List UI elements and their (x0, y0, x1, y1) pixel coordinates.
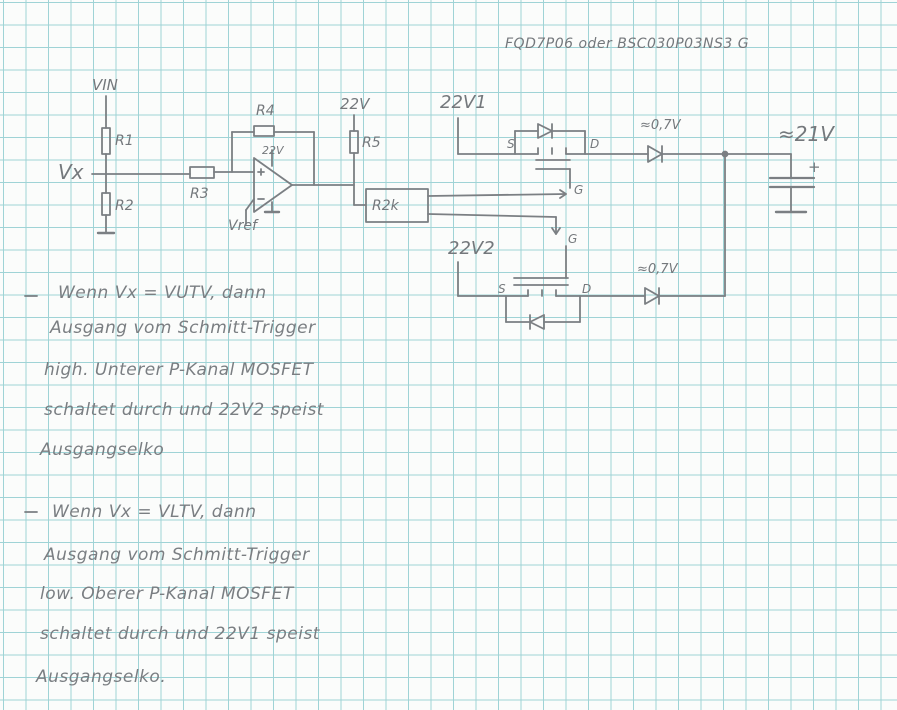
label-vx: Vx (58, 160, 84, 184)
note-1-line-5: Ausgangselko (40, 440, 165, 460)
label-r4: R4 (256, 103, 275, 119)
upper-diode (647, 145, 663, 163)
note-1-line-3: high. Unterer P-Kanal MOSFET (44, 360, 314, 380)
driver-box-r2k (365, 188, 429, 223)
upper-mosfet (457, 117, 649, 189)
schmitt-trigger-opamp (245, 149, 293, 225)
label-r5: R5 (362, 135, 381, 151)
note-2-line-4: schaltet durch und 22V1 speist (40, 624, 320, 644)
label-r1: R1 (115, 133, 134, 149)
resistor-r2 (101, 192, 111, 216)
lower-mosfet (457, 245, 646, 330)
label-gate-bottom: G (568, 232, 578, 246)
label-opamp-supply: 22V (262, 144, 284, 157)
resistor-r4 (253, 125, 275, 137)
note-2-line-2: Ausgang vom Schmitt-Trigger (44, 545, 310, 565)
resistor-r5 (349, 130, 359, 154)
label-diode-bottom: ≈0,7V (637, 262, 678, 277)
label-vref: Vref (228, 218, 257, 234)
label-capacitor-plus: + (808, 158, 821, 176)
note-2-line-3: low. Oberer P-Kanal MOSFET (40, 584, 294, 604)
label-source-top: S (507, 137, 515, 151)
label-vin: VIN (92, 76, 118, 94)
resistor-r3 (189, 166, 215, 179)
note-1-line-2: Ausgang vom Schmitt-Trigger (50, 318, 316, 338)
label-r2k: R2k (372, 198, 399, 214)
label-diode-top: ≈0,7V (640, 118, 681, 133)
label-supply-r5: 22V (340, 95, 370, 113)
label-r3: R3 (190, 186, 209, 202)
label-output-voltage: ≈21V (778, 122, 834, 146)
label-22v1: 22V1 (440, 92, 487, 113)
note-1-line-4: schaltet durch und 22V2 speist (44, 400, 324, 420)
lower-diode (644, 287, 660, 305)
label-gate-top: G (574, 183, 584, 197)
label-22v2: 22V2 (448, 238, 495, 259)
voltage-divider (91, 95, 191, 235)
resistor-r1 (101, 127, 111, 155)
note-1-line-1: Wenn Vx = VUTV, dann (58, 283, 267, 303)
label-drain-bottom: D (582, 282, 592, 296)
mosfet-type-label: FQD7P06 oder BSC030P03NS3 G (505, 36, 750, 52)
note-2-line-1: Wenn Vx = VLTV, dann (52, 502, 257, 522)
label-r2: R2 (115, 198, 134, 214)
label-source-bottom: S (498, 282, 506, 296)
note-2-line-5: Ausgangselko. (36, 667, 167, 687)
label-drain-top: D (590, 137, 600, 151)
